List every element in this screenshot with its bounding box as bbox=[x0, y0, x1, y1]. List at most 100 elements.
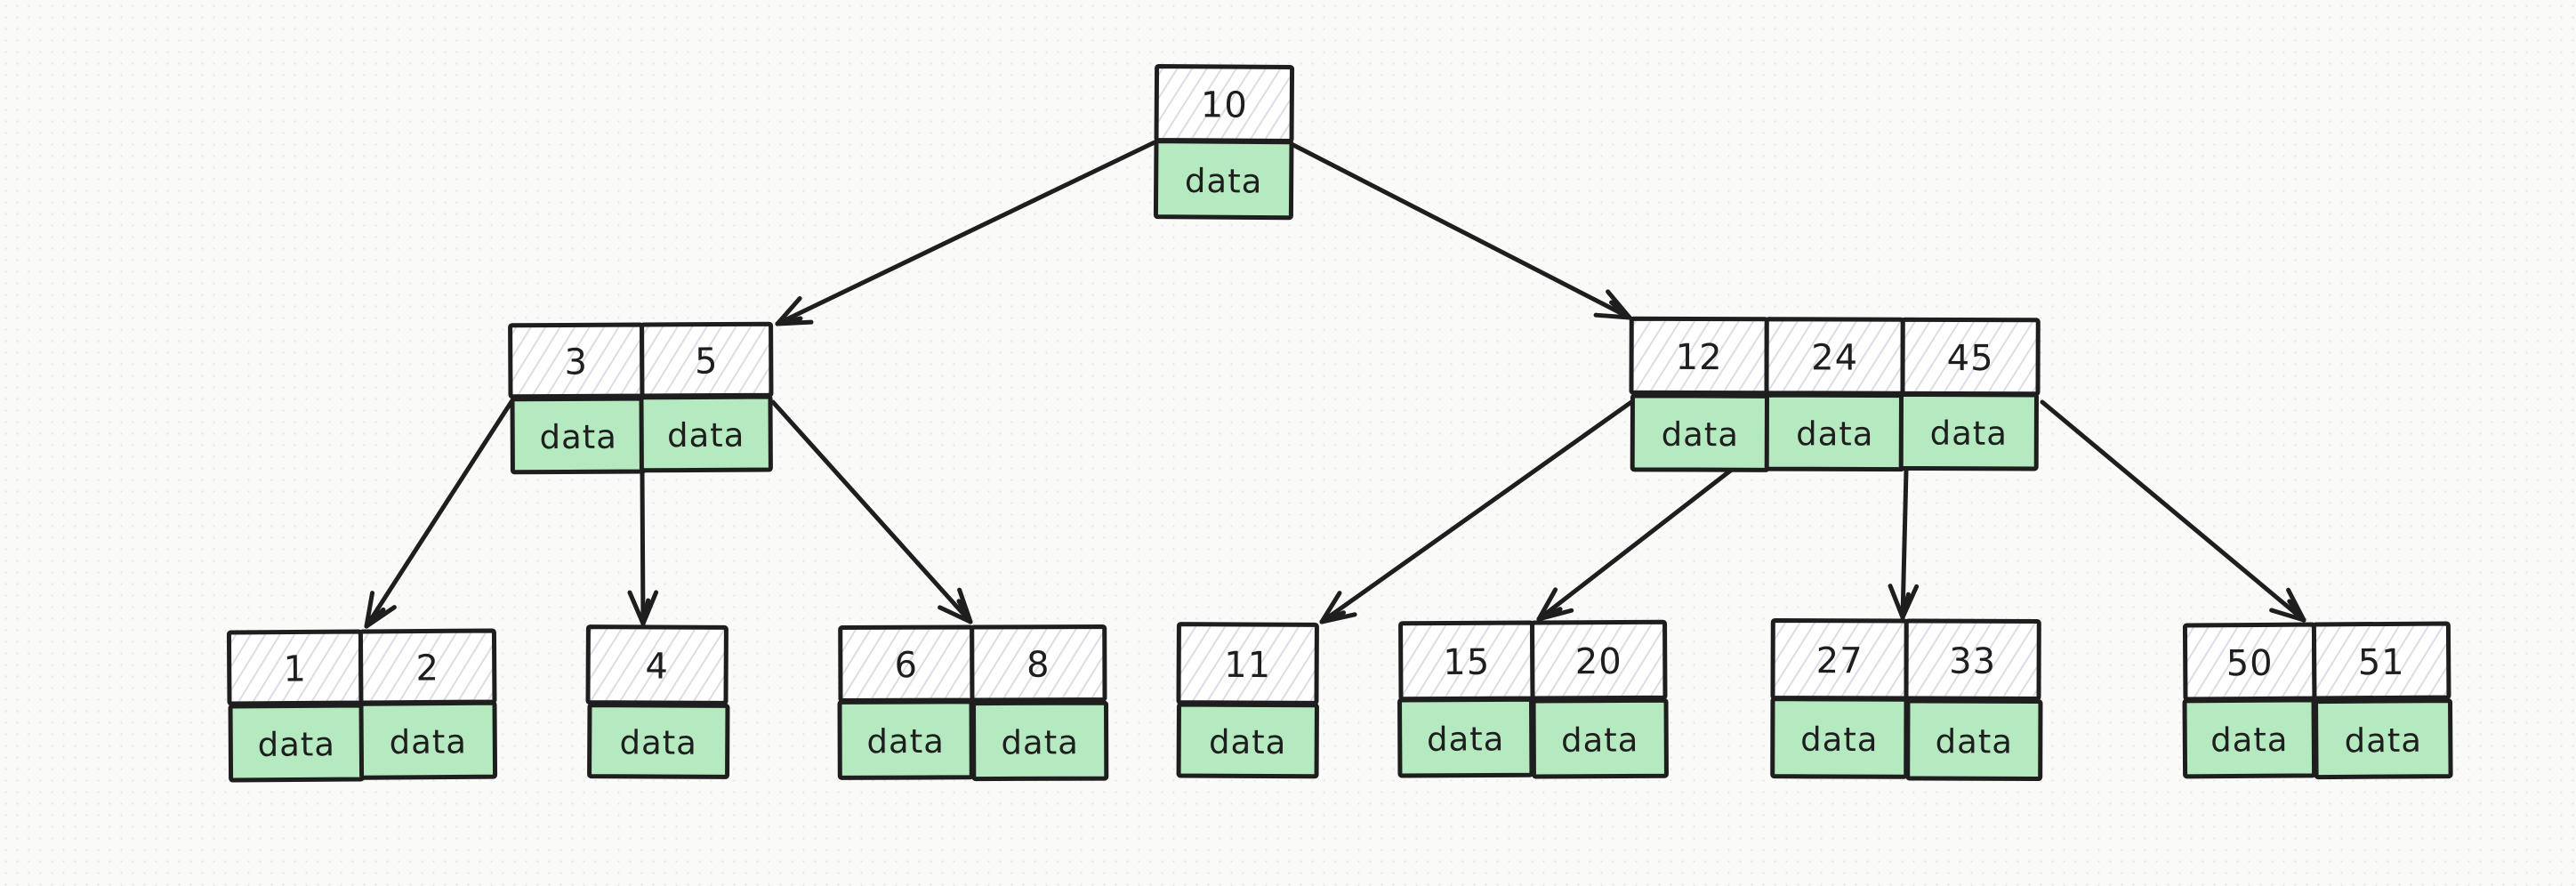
key-cell bbox=[970, 624, 1107, 703]
data-cell-label: data bbox=[2345, 721, 2423, 761]
edge-internal-2-to-leaf-7 bbox=[2040, 399, 2306, 623]
data-cell bbox=[1153, 139, 1294, 221]
key-cell bbox=[2311, 621, 2451, 701]
data-cell bbox=[1176, 702, 1319, 779]
data-cell bbox=[358, 700, 498, 780]
edge-internal-2-to-leaf-4 bbox=[1319, 399, 1634, 624]
key-value: 15 bbox=[1443, 642, 1490, 683]
arrowhead-stroke bbox=[364, 607, 386, 629]
data-cell bbox=[1531, 697, 1669, 779]
arrowhead-stroke bbox=[2269, 608, 2306, 623]
data-cell bbox=[1898, 391, 2039, 471]
arrowhead-stroke bbox=[364, 591, 375, 629]
btree-node-root: 10 data bbox=[1153, 63, 1295, 221]
edge-line bbox=[1536, 466, 1735, 622]
key-cell bbox=[585, 624, 729, 705]
key-value: 4 bbox=[645, 646, 669, 687]
arrowhead-stroke bbox=[1609, 300, 1632, 320]
btree-node-leaf-4: 11 data bbox=[1176, 622, 1319, 779]
data-cell-label: data bbox=[539, 418, 617, 456]
arrowhead-stroke bbox=[1319, 591, 1342, 624]
key-value: 11 bbox=[1224, 645, 1271, 686]
edge-internal-2-to-leaf-5 bbox=[1536, 466, 1735, 622]
key-cell bbox=[1530, 619, 1668, 701]
data-cell-label: data bbox=[1936, 722, 2013, 761]
edge-line bbox=[775, 140, 1157, 326]
key-value: 27 bbox=[1816, 640, 1864, 681]
edge-line bbox=[1319, 399, 1634, 624]
key-value: 51 bbox=[2358, 642, 2405, 683]
key-value: 2 bbox=[415, 648, 439, 689]
data-cell-label: data bbox=[1930, 415, 2008, 453]
btree-node-leaf-6: 27 data 33 data bbox=[1770, 617, 2043, 782]
key-value: 5 bbox=[695, 342, 719, 383]
arrowhead-stroke bbox=[1593, 312, 1632, 320]
btree-node-leaf-5: 15 data 20 data bbox=[1397, 619, 1669, 779]
data-cell bbox=[1905, 698, 2043, 782]
arrowhead-stroke bbox=[938, 605, 973, 624]
edge-root-to-internal-1 bbox=[775, 140, 1157, 326]
edge-line bbox=[364, 398, 515, 629]
key-value: 6 bbox=[895, 645, 919, 686]
key-cell bbox=[1904, 618, 2041, 702]
data-cell-label: data bbox=[1209, 723, 1287, 761]
edge-line bbox=[1900, 468, 1909, 620]
key-value: 8 bbox=[1026, 645, 1051, 686]
edge-internal-2-to-leaf-6 bbox=[1888, 468, 1920, 620]
arrowhead-stroke bbox=[956, 599, 973, 624]
data-cell bbox=[587, 703, 730, 779]
data-cell-label: data bbox=[1185, 162, 1263, 201]
arrowhead-stroke bbox=[1900, 592, 1911, 620]
data-cell-label: data bbox=[1561, 721, 1639, 759]
arrowhead-stroke bbox=[775, 316, 803, 326]
edge-line bbox=[2040, 399, 2306, 623]
data-cell-label: data bbox=[389, 722, 467, 761]
key-value: 12 bbox=[1676, 337, 1723, 378]
arrowhead-stroke bbox=[1319, 610, 1347, 624]
edge-line bbox=[1291, 142, 1632, 320]
data-cell bbox=[639, 394, 773, 473]
key-value: 10 bbox=[1201, 85, 1248, 125]
data-cell-label: data bbox=[619, 723, 697, 761]
edge-internal-1-to-leaf-1 bbox=[364, 398, 515, 629]
arrowhead-stroke bbox=[627, 590, 646, 626]
data-cell bbox=[971, 700, 1109, 782]
key-value: 50 bbox=[2226, 643, 2274, 684]
data-cell-label: data bbox=[1796, 415, 1873, 453]
data-cell-label: data bbox=[1427, 720, 1505, 758]
arrowhead-stroke bbox=[2287, 599, 2306, 623]
key-value: 45 bbox=[1947, 338, 1994, 379]
edge-line bbox=[770, 399, 973, 624]
btree-node-leaf-3: 6 data 8 data bbox=[837, 624, 1109, 782]
data-cell-label: data bbox=[667, 416, 745, 455]
edge-internal-1-to-leaf-3 bbox=[770, 399, 973, 624]
key-value: 20 bbox=[1575, 641, 1622, 682]
data-cell-label: data bbox=[1662, 415, 1739, 454]
key-value: 1 bbox=[283, 648, 307, 689]
key-value: 33 bbox=[1949, 641, 1996, 682]
btree-node-leaf-1: 1 data 2 data bbox=[226, 628, 498, 783]
data-cell-label: data bbox=[257, 725, 335, 764]
data-cell-label: data bbox=[1001, 723, 1078, 761]
key-value: 24 bbox=[1811, 337, 1858, 378]
edge-internal-1-to-leaf-2 bbox=[627, 469, 659, 626]
btree-node-internal-2: 12 data 24 data 45 data bbox=[1629, 316, 2041, 472]
btree-node-leaf-2: 4 data bbox=[585, 624, 730, 779]
data-cell-label: data bbox=[1800, 721, 1878, 759]
arrowhead-stroke bbox=[1536, 587, 1558, 622]
edges-layer bbox=[364, 140, 2306, 629]
edge-root-to-internal-2 bbox=[1291, 142, 1632, 320]
edge-line bbox=[640, 469, 646, 626]
arrowhead-stroke bbox=[775, 295, 802, 326]
btree-node-leaf-7: 50 data 51 data bbox=[2182, 621, 2453, 780]
nodes-layer: 10data3data5data12data24data45data1data2… bbox=[226, 63, 2453, 783]
data-cell bbox=[2314, 698, 2453, 780]
data-cell-label: data bbox=[2210, 721, 2289, 760]
arrowhead-stroke bbox=[640, 598, 651, 626]
key-value: 3 bbox=[564, 342, 588, 383]
btree-node-internal-1: 3 data 5 data bbox=[508, 321, 774, 475]
arrowhead-stroke bbox=[1536, 607, 1563, 622]
data-cell-label: data bbox=[866, 722, 944, 761]
